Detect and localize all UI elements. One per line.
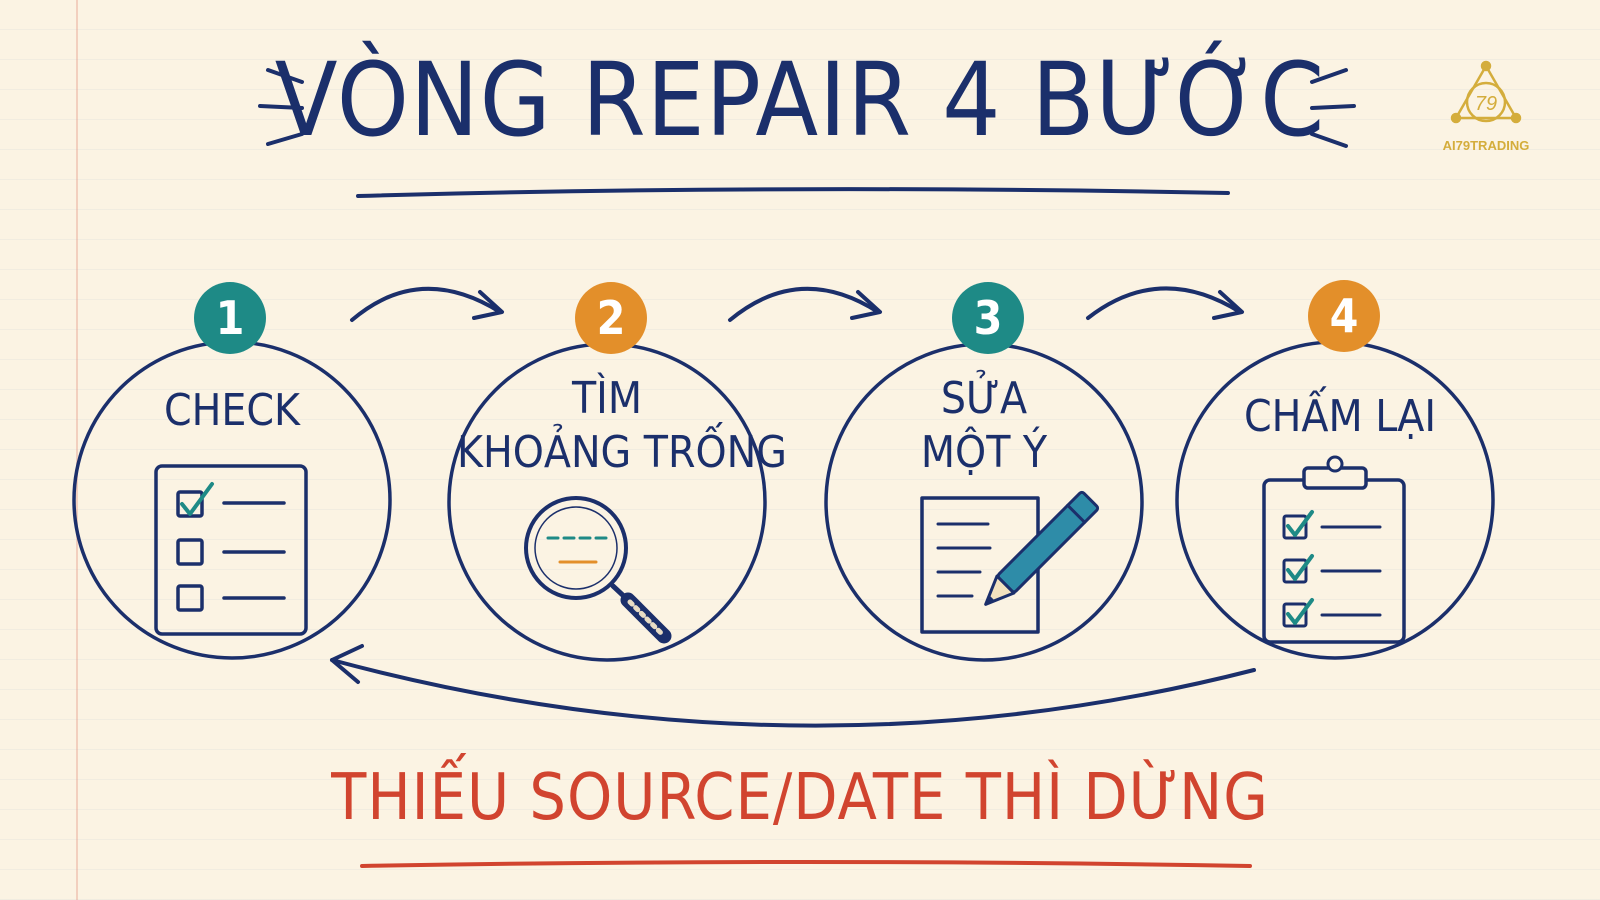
logo-mark: 79: [1450, 60, 1522, 124]
step-badge-2: [575, 282, 647, 354]
arrow-step3-to-step4: [1086, 286, 1244, 320]
step-number-2: 2: [596, 291, 626, 345]
page-title: VÒNG REPAIR 4 BƯỚC: [274, 41, 1326, 160]
step-badge-3: [952, 282, 1024, 354]
step-2-label-line-2: KHOẢNG TRỐNG: [457, 427, 787, 478]
step-number-4: 4: [1329, 289, 1359, 343]
notebook-margin-line: [76, 0, 78, 900]
checklist-icon: [154, 464, 308, 636]
step-3-label-line-2: MỘT Ý: [920, 427, 1048, 478]
arrow-step1-to-step2: [350, 286, 504, 322]
step-number-3: 3: [973, 291, 1003, 345]
step-4-label: CHẤM LẠI: [1243, 391, 1436, 442]
step-1-label: CHECK: [163, 385, 301, 436]
step-2-label-line-1: TÌM: [572, 373, 642, 424]
logo-text: AI79TRADING: [1442, 138, 1530, 153]
bottom-note-underline: [360, 860, 1252, 868]
clipboard-checklist-icon: [1262, 455, 1406, 644]
step-badge-4: [1308, 280, 1380, 352]
magnifier-icon: [524, 496, 672, 644]
title-underline: [356, 187, 1230, 198]
step-badge-1: [194, 282, 266, 354]
arrow-step2-to-step3: [728, 286, 882, 322]
step-3-label-line-1: SỬA: [940, 373, 1028, 424]
edit-document-icon: [920, 490, 1100, 634]
title-accent-left: [258, 68, 304, 146]
title-accent-right: [1310, 68, 1356, 148]
loop-back-arrow: [330, 644, 1256, 728]
logo-mark-number: 79: [1475, 93, 1497, 115]
step-number-1: 1: [215, 291, 245, 345]
bottom-note: THIẾU SOURCE/DATE THÌ DỪNG: [331, 761, 1269, 835]
